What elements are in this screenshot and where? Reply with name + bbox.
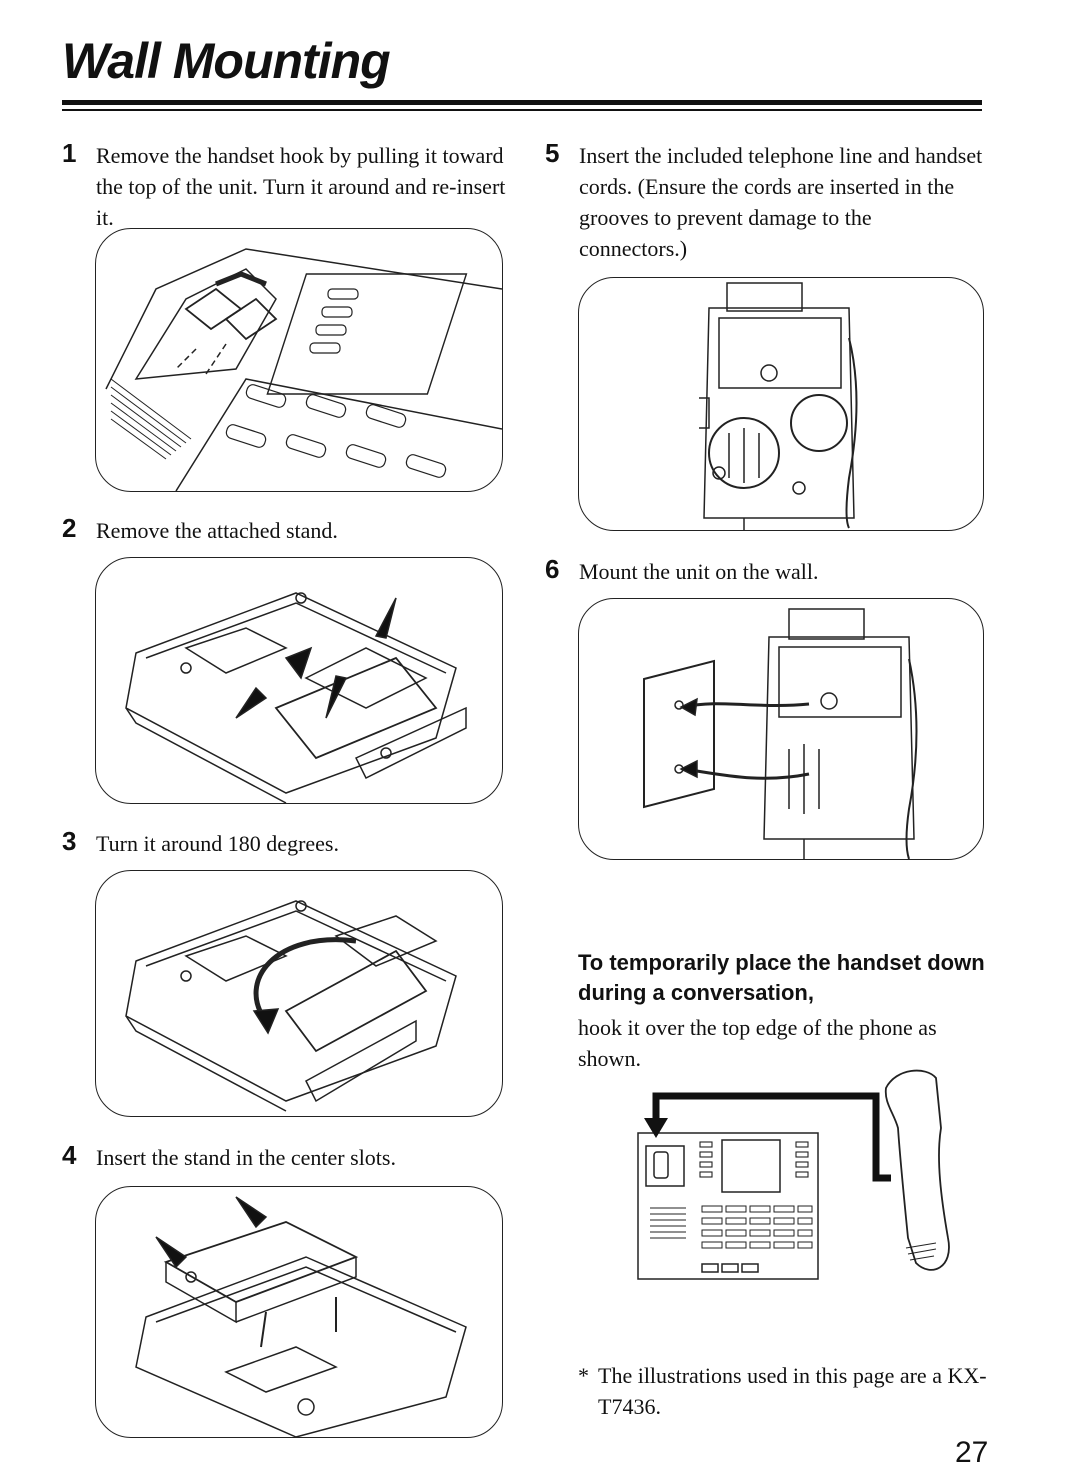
step-6: 6 Mount the unit on the wall. (545, 554, 985, 587)
illustration-note: * The illustrations used in this page ar… (578, 1360, 998, 1422)
step-1-illustration (95, 228, 503, 492)
step-4-illustration (95, 1186, 503, 1438)
page-number: 27 (955, 1436, 989, 1469)
step-5: 5 Insert the included telephone line and… (545, 138, 985, 264)
title-rule-thick (62, 100, 982, 105)
tip-heading: To temporarily place the handset down du… (578, 950, 985, 1005)
step-4-number: 4 (62, 1140, 77, 1170)
note-asterisk: * (578, 1363, 589, 1388)
handset-placement-illustration (636, 1068, 956, 1283)
step-6-text: Mount the unit on the wall. (579, 559, 819, 584)
title-rule-thin (62, 109, 982, 111)
step-1: 1 Remove the handset hook by pulling it … (62, 138, 512, 233)
step-4: 4 Insert the stand in the center slots. (62, 1140, 512, 1173)
step-5-text: Insert the included telephone line and h… (579, 143, 983, 261)
tip-text: hook it over the top edge of the phone a… (578, 1015, 937, 1071)
step-6-illustration (578, 598, 984, 860)
step-3-number: 3 (62, 826, 77, 856)
step-5-number: 5 (545, 138, 560, 168)
note-text: The illustrations used in this page are … (598, 1363, 987, 1419)
step-5-illustration (578, 277, 984, 531)
step-2-number: 2 (62, 513, 77, 543)
step-3: 3 Turn it around 180 degrees. (62, 826, 512, 859)
step-2: 2 Remove the attached stand. (62, 513, 512, 546)
step-3-illustration (95, 870, 503, 1117)
step-4-text: Insert the stand in the center slots. (96, 1145, 396, 1170)
step-1-number: 1 (62, 138, 77, 168)
page-title: Wall Mounting (62, 33, 391, 89)
step-1-text: Remove the handset hook by pulling it to… (96, 143, 506, 230)
step-2-text: Remove the attached stand. (96, 518, 338, 543)
step-3-text: Turn it around 180 degrees. (96, 831, 339, 856)
step-6-number: 6 (545, 554, 560, 584)
step-2-illustration (95, 557, 503, 804)
